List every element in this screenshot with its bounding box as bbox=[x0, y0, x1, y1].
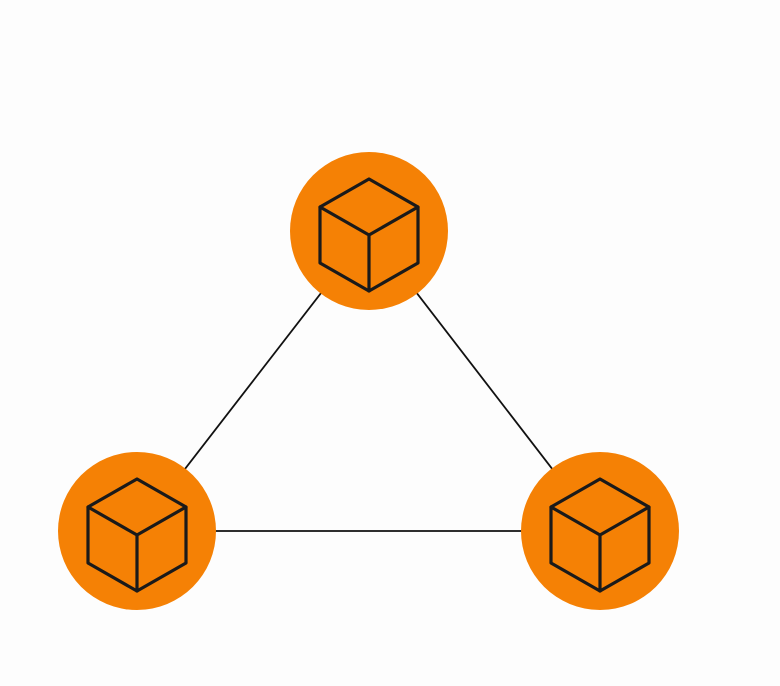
node-circle bbox=[290, 152, 448, 310]
node-left bbox=[58, 452, 216, 610]
cube-icon bbox=[86, 477, 188, 593]
node-circle bbox=[521, 452, 679, 610]
nodes bbox=[58, 152, 679, 610]
cube-icon bbox=[318, 177, 420, 293]
cube-icon bbox=[549, 477, 651, 593]
node-right bbox=[521, 452, 679, 610]
node-circle bbox=[58, 452, 216, 610]
node-top bbox=[290, 152, 448, 310]
